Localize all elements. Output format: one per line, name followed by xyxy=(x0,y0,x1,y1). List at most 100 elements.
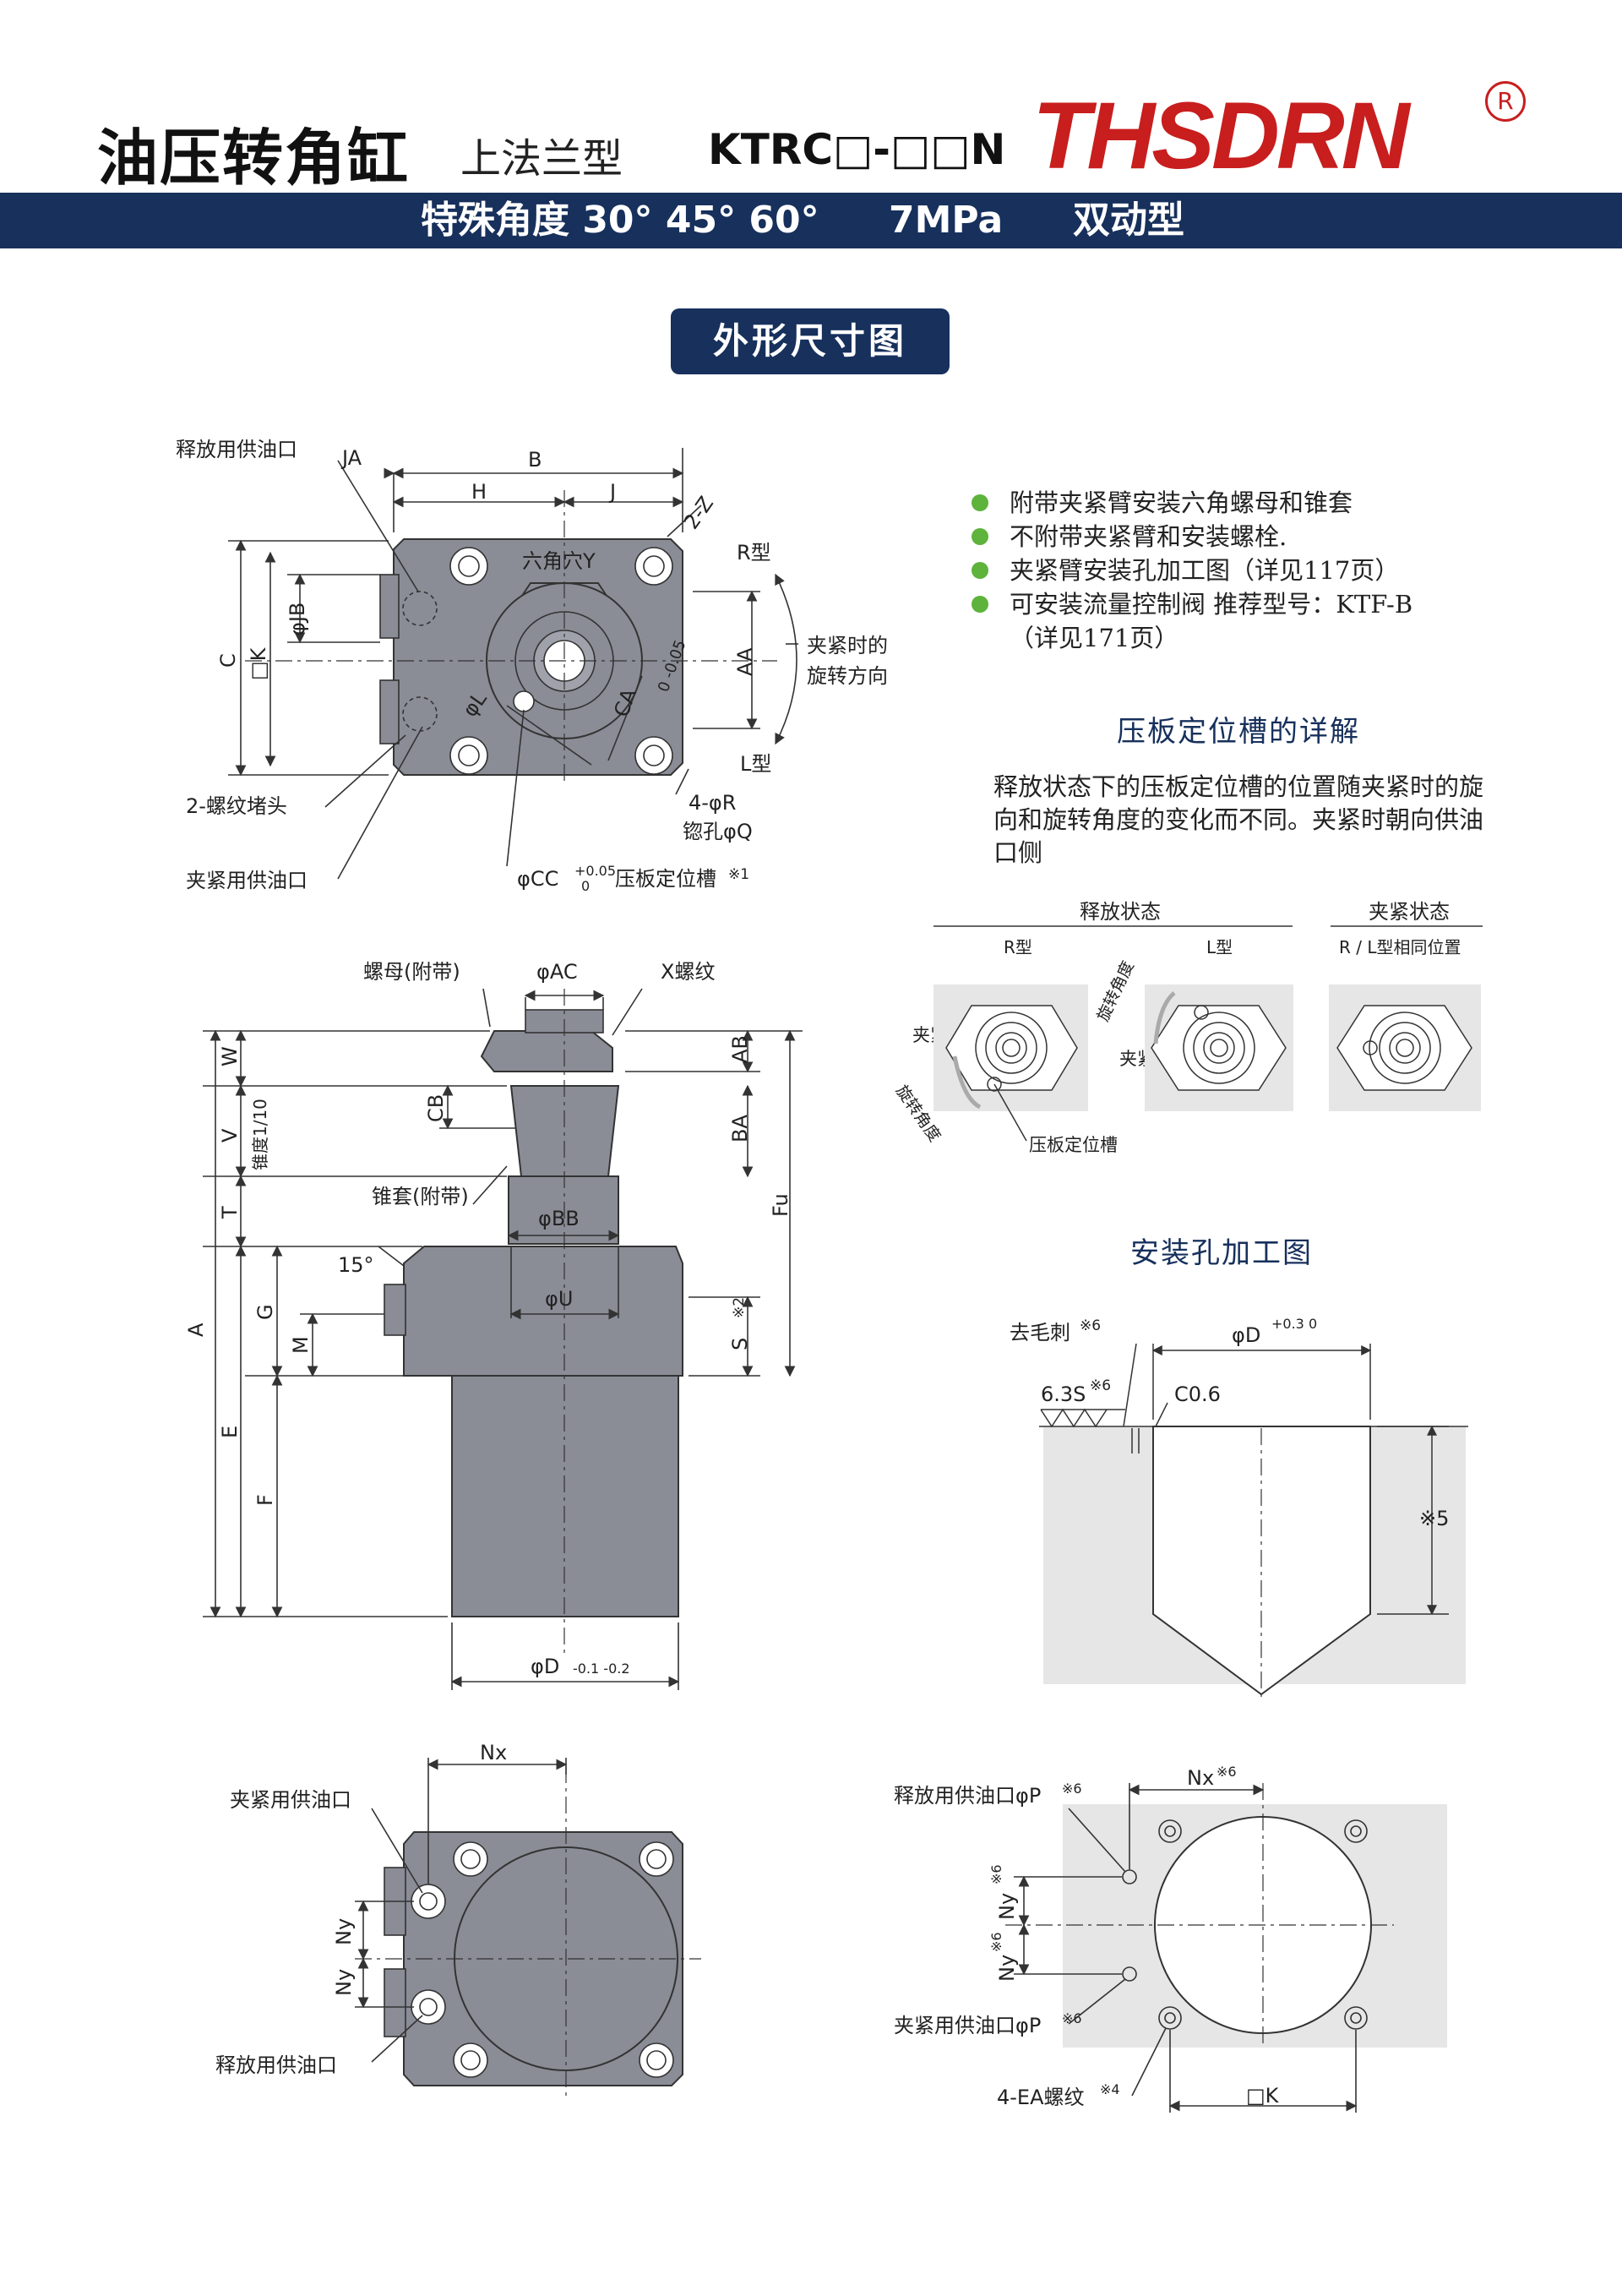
label-release-port: 释放用供油口 xyxy=(176,438,297,461)
label-x-thread: X螺纹 xyxy=(661,960,715,984)
registered-mark-icon: R xyxy=(1485,81,1526,122)
dim-Ny-mount-upper: Ny xyxy=(995,1893,1019,1920)
top-view-drawing xyxy=(228,448,798,880)
dim-15-degree: 15° xyxy=(338,1253,374,1277)
label-clamp-state: 夹紧状态 xyxy=(1369,900,1450,924)
plate-groove-description: 释放状态下的压板定位槽的位置随夹紧时的旋向和旋转角度的变化而不同。夹紧时朝向供油… xyxy=(993,772,1484,867)
label-clamp-port-bottom: 夹紧用供油口 xyxy=(230,1788,351,1812)
bottom-mount-drawing: 释放用供油口φP ※6 夹紧用供油口φP ※6 Nx ※6 Ny ※6 Ny ※… xyxy=(894,1764,1447,2113)
footnote-mark-6: ※6 xyxy=(1090,1377,1111,1394)
spec-angles: 特殊角度 30° 45° 60° xyxy=(421,199,819,242)
mount-hole-drawing: 去毛刺 ※6 6.3S ※6 C0.6 φD +0.3 0 ※5 xyxy=(1010,1316,1468,1699)
label-plate-groove: 压板定位槽 xyxy=(615,867,716,891)
dim-Fu: Fu xyxy=(769,1193,792,1217)
notes-list: 附带夹紧臂安装六角螺母和锥套 不附带夹紧臂和安装螺栓. 夹紧臂安装孔加工图（详见… xyxy=(972,486,1412,655)
note-item: （详见171页） xyxy=(1010,624,1179,652)
flange-body xyxy=(403,1246,683,1377)
brand-logo: THSDRN xyxy=(1032,83,1410,188)
label-plug: 2-螺纹堵头 xyxy=(186,794,287,818)
footnote-mark-6: ※6 xyxy=(1080,1317,1101,1334)
note-item: 附带夹紧臂安装六角螺母和锥套 xyxy=(972,486,1412,520)
note-item: 可安装流量控制阀 推荐型号：KTF-B xyxy=(972,587,1412,621)
footnote-mark-6: ※6 xyxy=(1062,1781,1082,1797)
dim-R-holes: 4-φR xyxy=(689,791,736,815)
dim-Ny-upper: Ny xyxy=(332,1918,356,1945)
footnote-mark-4: ※4 xyxy=(1100,2081,1120,2097)
dim-AA: AA xyxy=(733,647,757,676)
label-release-state: 释放状态 xyxy=(1080,900,1161,924)
bullet-icon xyxy=(972,528,988,545)
bullet-icon xyxy=(972,596,988,613)
label-hex-hole: 六角穴Y xyxy=(522,549,596,573)
dim-AB: AB xyxy=(728,1035,752,1063)
dim-H: H xyxy=(471,480,487,504)
dim-D: φD xyxy=(531,1655,559,1678)
label-rl-same: R / L型相同位置 xyxy=(1339,937,1461,957)
port-plug xyxy=(379,679,400,744)
dim-F: F xyxy=(253,1494,277,1506)
side-view-labels: 螺母(附带) φAC X螺纹 W V 锥度1/10 T A G M E F CB… xyxy=(184,960,792,1678)
label-clamp-rotation-1: 夹紧时的 xyxy=(807,634,888,657)
label-nut: 螺母(附带) xyxy=(363,960,460,984)
dim-W: W xyxy=(218,1046,242,1066)
dim-T: T xyxy=(218,1206,242,1219)
label-roughness: 6.3S xyxy=(1041,1383,1086,1406)
dim-K-mount: □K xyxy=(1246,2084,1280,2108)
spec-pressure: 7MPa xyxy=(889,199,1004,242)
dim-chamfer: C0.6 xyxy=(1174,1383,1221,1406)
dim-E: E xyxy=(218,1426,242,1438)
page-title: 油压转角缸 xyxy=(97,123,411,194)
dim-JA: JA xyxy=(340,446,362,470)
dim-S: S xyxy=(728,1338,752,1350)
dim-B: B xyxy=(528,448,542,472)
dim-Ny-lower: Ny xyxy=(332,1969,356,1996)
footnote-mark-6: ※6 xyxy=(1062,2010,1082,2026)
dim-CC: φCC xyxy=(517,867,558,891)
dim-A: A xyxy=(184,1323,208,1337)
mount-hole xyxy=(634,547,673,586)
footnote-mark-6: ※6 xyxy=(1216,1764,1237,1780)
dim-U: φU xyxy=(545,1287,573,1311)
mount-hole-title: 安装孔加工图 xyxy=(1130,1236,1313,1270)
cylinder-body xyxy=(451,1375,679,1617)
dim-D-tolerance: -0.1 -0.2 xyxy=(573,1661,630,1677)
label-l-type-state: L型 xyxy=(1206,937,1233,957)
page-subtitle: 上法兰型 xyxy=(460,135,623,183)
spec-type: 双动型 xyxy=(1073,199,1184,242)
dim-G: G xyxy=(253,1304,277,1320)
label-clamp-port-P: 夹紧用供油口φP xyxy=(894,2014,1041,2037)
label-clamp-port: 夹紧用供油口 xyxy=(186,869,308,892)
dim-bore-D: φD xyxy=(1232,1323,1260,1347)
dim-Q-counterbore: 锪孔φQ xyxy=(683,820,753,843)
dim-Nx-mount: Nx xyxy=(1187,1766,1214,1790)
dim-BB: φBB xyxy=(538,1207,580,1230)
taper-cone xyxy=(509,1085,620,1177)
dim-BA: BA xyxy=(728,1115,752,1143)
plate-groove-diagrams: 释放状态 夹紧状态 R型 L型 R / L型相同位置 夹紧 夹紧 旋转角度 旋转… xyxy=(892,900,1483,1155)
mount-hole xyxy=(449,736,488,775)
note-item: 夹紧臂安装孔加工图（详见117页） xyxy=(972,554,1412,587)
dim-C: C xyxy=(216,653,240,668)
mount-hole xyxy=(634,736,673,775)
bullet-icon xyxy=(972,562,988,579)
dim-bore-D-tolerance: +0.3 0 xyxy=(1271,1316,1317,1332)
side-view-drawing xyxy=(203,988,803,1690)
model-number: KTRC□-□□N xyxy=(708,125,1006,174)
section-title: 外形尺寸图 xyxy=(671,308,950,374)
label-cone: 锥套(附带) xyxy=(372,1185,469,1208)
dim-CC-tol-upper: +0.05 xyxy=(574,863,616,879)
dim-M: M xyxy=(289,1336,313,1354)
hex-nut xyxy=(480,1030,613,1072)
spec-band: 特殊角度 30° 45° 60° 7MPa 双动型 xyxy=(0,193,1622,248)
footnote-mark-6: ※6 xyxy=(988,1932,1004,1952)
dim-JB: φJB xyxy=(286,603,309,635)
label-deburr: 去毛刺 xyxy=(1010,1321,1070,1344)
label-r-type: R型 xyxy=(737,541,771,564)
label-release-port-P: 释放用供油口φP xyxy=(894,1784,1041,1808)
bottom-view-drawing xyxy=(355,1758,701,2096)
label-l-type: L型 xyxy=(740,752,771,776)
mount-hole xyxy=(449,547,488,586)
dim-V: V xyxy=(218,1128,242,1143)
label-rotation-angle-l: 旋转角度 xyxy=(1094,958,1138,1024)
